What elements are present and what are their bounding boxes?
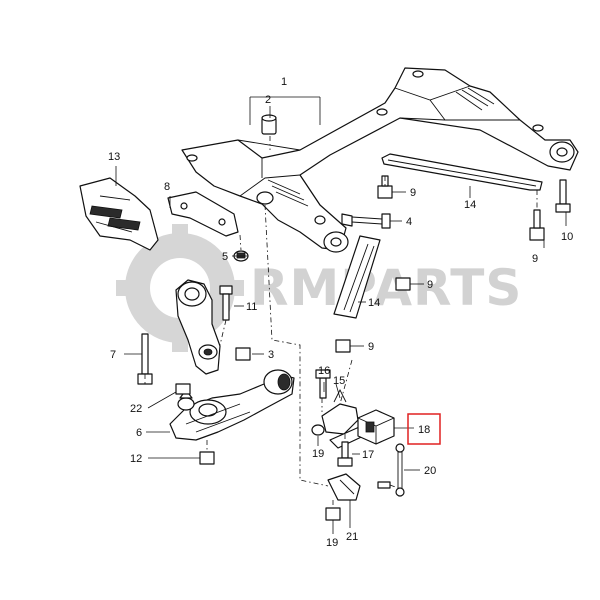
callout-14b: 14 [368,297,380,309]
nut-3 [235,347,251,361]
callout-15: 15 [333,375,345,387]
callout-9b: 9 [532,253,538,265]
bolt-4 [341,213,391,229]
engine-mount [175,279,221,375]
spacer-2 [261,114,277,135]
callout-16: 16 [318,365,330,377]
callout-6: 6 [136,427,142,439]
subframe [181,67,579,253]
support-plate [167,191,239,237]
callout-2: 2 [265,94,271,106]
control-arm [169,369,295,441]
callout-4: 4 [406,216,412,228]
callout-17: 17 [362,449,374,461]
nut-9b [529,209,545,241]
nut-9d [335,339,351,353]
callout-9a: 9 [410,187,416,199]
callout-22: 22 [130,403,142,415]
bolt-16 [315,369,331,399]
highlight-box[interactable] [407,413,441,445]
highlight-18[interactable]: 18 [407,413,441,445]
nut-19b [325,507,341,521]
callout-20: 20 [424,465,436,477]
callout-5: 5 [222,251,228,263]
callout-7: 7 [110,349,116,361]
nut-12 [199,451,215,465]
watermark: RMPARTS [116,224,522,352]
callout-19a: 19 [312,448,324,460]
callout-14a: 14 [464,199,476,211]
bolt-20 [377,481,391,489]
callout-3: 3 [268,349,274,361]
callout-21: 21 [346,531,358,543]
callout-11: 11 [246,301,257,313]
callouts: 1 2 13 8 9 4 14 10 9 5 9 11 14 9 7 3 16 … [108,76,573,549]
lower-bracket [327,473,361,501]
tie-bar-middle [333,235,381,319]
callout-13: 13 [108,151,120,163]
callout-9d: 9 [368,341,374,353]
callout-10: 10 [561,231,573,243]
height-sensor [357,409,395,445]
bolt-11 [219,285,233,321]
callout-8: 8 [164,181,170,193]
heat-shield-bracket [79,177,159,251]
tie-bar-upper [381,153,543,191]
nut-22 [175,383,191,395]
leader-lines [115,96,567,534]
link-rod [395,443,405,497]
nut-9c [395,277,411,291]
nut-19a [311,424,325,436]
watermark-text: RMPARTS [250,259,522,317]
bolt-10 [555,179,571,213]
assembly-lines [144,136,538,508]
bolt-17 [337,441,353,467]
callout-18: 18 [418,424,430,436]
callout-12: 12 [130,453,142,465]
callout-19b: 19 [326,537,338,549]
callout-1: 1 [281,76,287,88]
callout-9c: 9 [427,279,433,291]
